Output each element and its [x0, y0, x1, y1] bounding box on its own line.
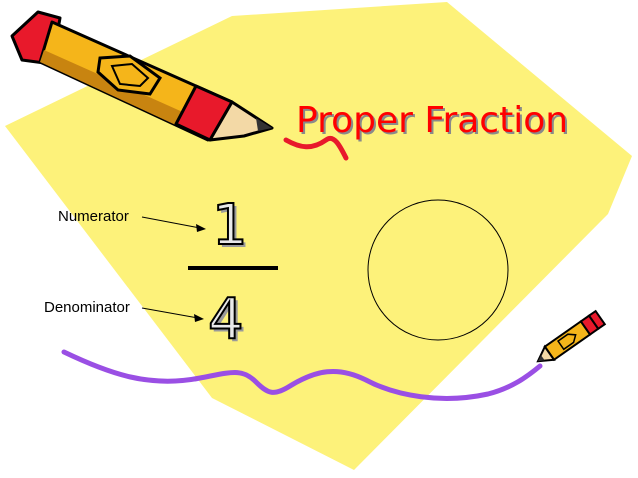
- large-pencil-icon: [10, 10, 274, 142]
- slide-title: Proper Fraction: [296, 100, 569, 141]
- denominator-arrow: [141, 307, 204, 322]
- numerator-digit: 1: [211, 193, 249, 258]
- denominator-label: Denominator: [44, 299, 130, 316]
- small-pencil-icon: [536, 309, 607, 363]
- numerator-arrow: [141, 216, 206, 232]
- circle-shape: [367, 199, 509, 341]
- denominator-digit: 4: [207, 287, 245, 352]
- purple-squiggle: [61, 349, 543, 401]
- red-scribble: [283, 136, 349, 161]
- numerator-label: Numerator: [58, 208, 129, 225]
